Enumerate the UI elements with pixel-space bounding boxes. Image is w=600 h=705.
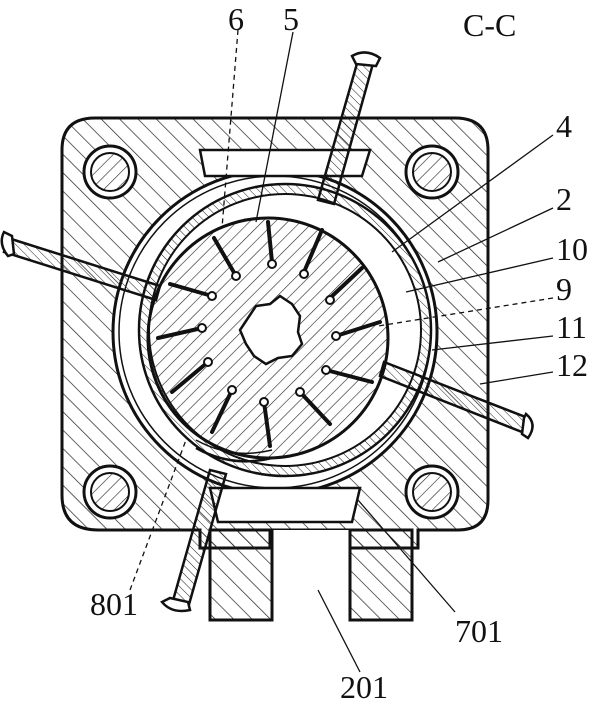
label-9: 9 — [556, 271, 572, 307]
outlet-port-201 — [272, 530, 350, 620]
vane-3 — [328, 266, 364, 300]
vane-8 — [210, 388, 234, 434]
vane-7 — [262, 400, 272, 448]
vane-5 — [324, 368, 374, 384]
vane-1 — [266, 220, 274, 264]
outlet-pipe-right — [348, 528, 414, 622]
vane-11 — [168, 282, 214, 298]
label-6: 6 — [228, 1, 244, 37]
vanes — [156, 220, 382, 448]
vane-10 — [156, 326, 204, 340]
seal-arc-801 — [195, 446, 273, 463]
leader-lines — [129, 29, 554, 673]
label-701: 701 — [455, 613, 503, 649]
label-11: 11 — [556, 309, 587, 345]
section-label: C-C — [463, 7, 516, 43]
vane-2 — [302, 228, 324, 274]
label-10: 10 — [556, 231, 588, 267]
labels: C-C 6 5 4 2 10 9 11 12 801 701 201 — [90, 1, 588, 705]
vane-4 — [334, 320, 382, 338]
vane-6 — [298, 390, 332, 426]
label-2: 2 — [556, 181, 572, 217]
label-12: 12 — [556, 347, 588, 383]
through-bolts — [0, 51, 534, 613]
label-801: 801 — [90, 586, 138, 622]
label-5: 5 — [283, 1, 299, 37]
bolt-holes — [82, 144, 460, 520]
splined-hub — [238, 294, 304, 366]
outlet-pipe-left — [208, 528, 274, 622]
vane-12 — [212, 236, 238, 278]
vane-9 — [170, 360, 210, 394]
label-201: 201 — [340, 669, 388, 705]
lower-slot — [208, 486, 362, 524]
label-4: 4 — [556, 108, 572, 144]
